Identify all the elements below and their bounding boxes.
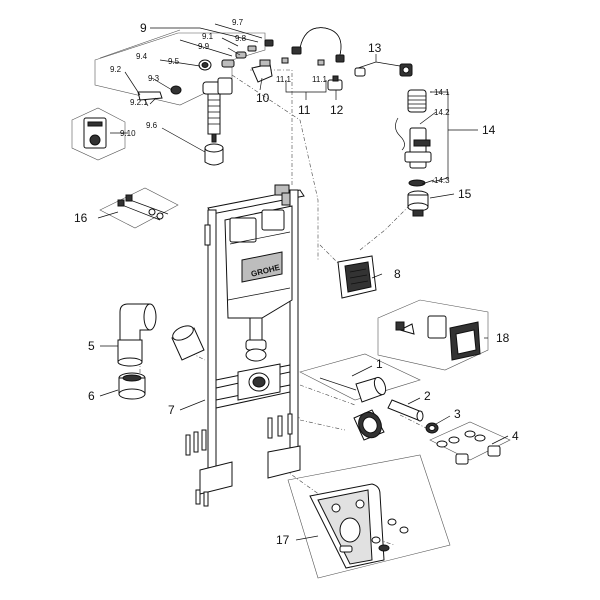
cistern: GROHE xyxy=(224,205,293,362)
pipe-set-1-2 xyxy=(299,353,424,441)
mounting-frame: GROHE xyxy=(185,184,305,507)
valve-nut-9-5 xyxy=(198,59,212,71)
label-6: 6 xyxy=(88,389,95,403)
connector-sleeve xyxy=(171,325,205,361)
fill-valve-group-9 xyxy=(94,29,274,166)
label-8: 8 xyxy=(394,267,401,281)
label-9-9: 9.9 xyxy=(198,42,210,51)
flush-panel-frame-8 xyxy=(337,255,377,299)
flexible-hose-11 xyxy=(281,27,345,66)
label-12: 12 xyxy=(330,103,344,117)
seal-ring-3 xyxy=(425,422,439,434)
outlet-plate xyxy=(237,363,281,401)
filter-cup-9-6 xyxy=(204,143,224,166)
assembly-guide-lines xyxy=(139,69,431,546)
sound-insulation-set-17 xyxy=(287,454,451,579)
label-9: 9 xyxy=(140,21,147,35)
label-9-6: 9.6 xyxy=(146,121,158,130)
outlet-15 xyxy=(407,190,429,217)
actuator-kit-18 xyxy=(377,299,489,371)
label-9-1: 9.1 xyxy=(202,32,214,41)
flush-valve-body-14-2 xyxy=(404,127,432,169)
label-17: 17 xyxy=(276,533,290,547)
valve-ring-9-3 xyxy=(170,85,182,95)
label-2: 2 xyxy=(424,389,431,403)
valve-connector-9-9 xyxy=(221,39,274,68)
connector-12 xyxy=(327,75,343,91)
flush-bell-14-1 xyxy=(407,89,427,113)
label-9-2-1: 9.2.1 xyxy=(130,98,148,107)
label-9-4: 9.4 xyxy=(136,52,148,61)
insulation-screws xyxy=(371,518,409,552)
label-9-3: 9.3 xyxy=(148,74,160,83)
label-14-2: 14.2 xyxy=(434,108,450,117)
label-9-8: 9.8 xyxy=(235,34,247,43)
label-3: 3 xyxy=(454,407,461,421)
label-1: 1 xyxy=(376,357,383,371)
angle-valve-10 xyxy=(251,59,273,83)
label-11-1b: 11.1 xyxy=(312,75,328,84)
callout-labels: 9 9.7 9.1 9.8 9.9 9.4 9.5 9.2 9.3 9.2.1 … xyxy=(74,18,519,547)
frame-bolts xyxy=(185,413,293,507)
seal-ring-14-3 xyxy=(408,179,426,187)
bend-pipe-5 xyxy=(117,303,157,367)
label-16: 16 xyxy=(74,211,88,225)
label-7: 7 xyxy=(168,403,175,417)
label-14-3: 14.3 xyxy=(434,176,450,185)
label-11-1a: 11.1 xyxy=(276,75,292,84)
label-14-1: 14.1 xyxy=(434,88,450,97)
label-9-7: 9.7 xyxy=(232,18,244,27)
label-9-2: 9.2 xyxy=(110,65,122,74)
screws-13 xyxy=(354,63,413,77)
flush-valve-group-14 xyxy=(395,89,432,187)
frame-feet xyxy=(199,445,301,495)
sleeve-6 xyxy=(118,372,146,400)
label-10: 10 xyxy=(256,91,270,105)
label-13: 13 xyxy=(368,41,382,55)
label-14: 14 xyxy=(482,123,496,137)
leader-lines xyxy=(97,23,509,541)
label-9-5: 9.5 xyxy=(168,57,180,66)
fill-valve-float xyxy=(202,77,233,143)
label-9-10: 9.10 xyxy=(120,129,136,138)
label-18: 18 xyxy=(496,331,510,345)
label-15: 15 xyxy=(458,187,472,201)
instruction-card-9-10 xyxy=(71,107,126,161)
label-11: 11 xyxy=(298,103,311,117)
label-4: 4 xyxy=(512,429,519,443)
label-5: 5 xyxy=(88,339,95,353)
mounting-bolts-16 xyxy=(99,187,179,229)
fixing-set-4 xyxy=(429,421,511,465)
